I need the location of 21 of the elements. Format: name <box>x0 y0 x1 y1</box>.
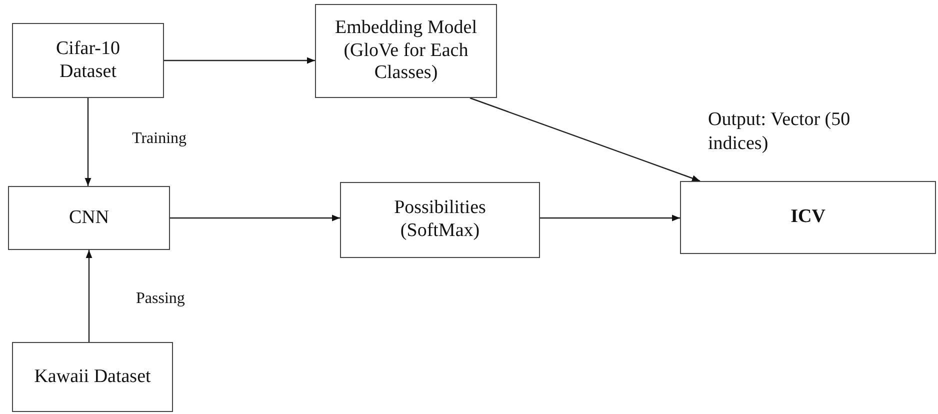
box-label: Kawaii Dataset <box>34 366 151 388</box>
edge-label: Passing <box>134 290 187 308</box>
arrow <box>540 214 680 222</box>
box-label: Possibilities (SoftMax) <box>393 197 487 243</box>
box-label: Embedding Model (GloVe for Each Classes) <box>334 16 478 86</box>
arrow <box>84 98 92 186</box>
edge-label: Training <box>130 130 189 148</box>
process-box <box>12 23 164 98</box>
process-box <box>8 186 170 250</box>
process-box <box>340 182 540 258</box>
arrow <box>170 214 340 222</box>
process-box <box>315 4 497 98</box>
output-note: Output: Vector (50 indices) <box>708 108 852 156</box>
box-label: ICV <box>790 206 826 229</box>
arrow <box>86 250 92 342</box>
process-box <box>680 181 936 254</box>
box-label: CNN <box>68 206 110 230</box>
arrow <box>470 97 700 182</box>
box-label: Cifar-10 Dataset <box>55 38 121 84</box>
arrow <box>164 57 315 64</box>
process-box <box>12 342 173 412</box>
